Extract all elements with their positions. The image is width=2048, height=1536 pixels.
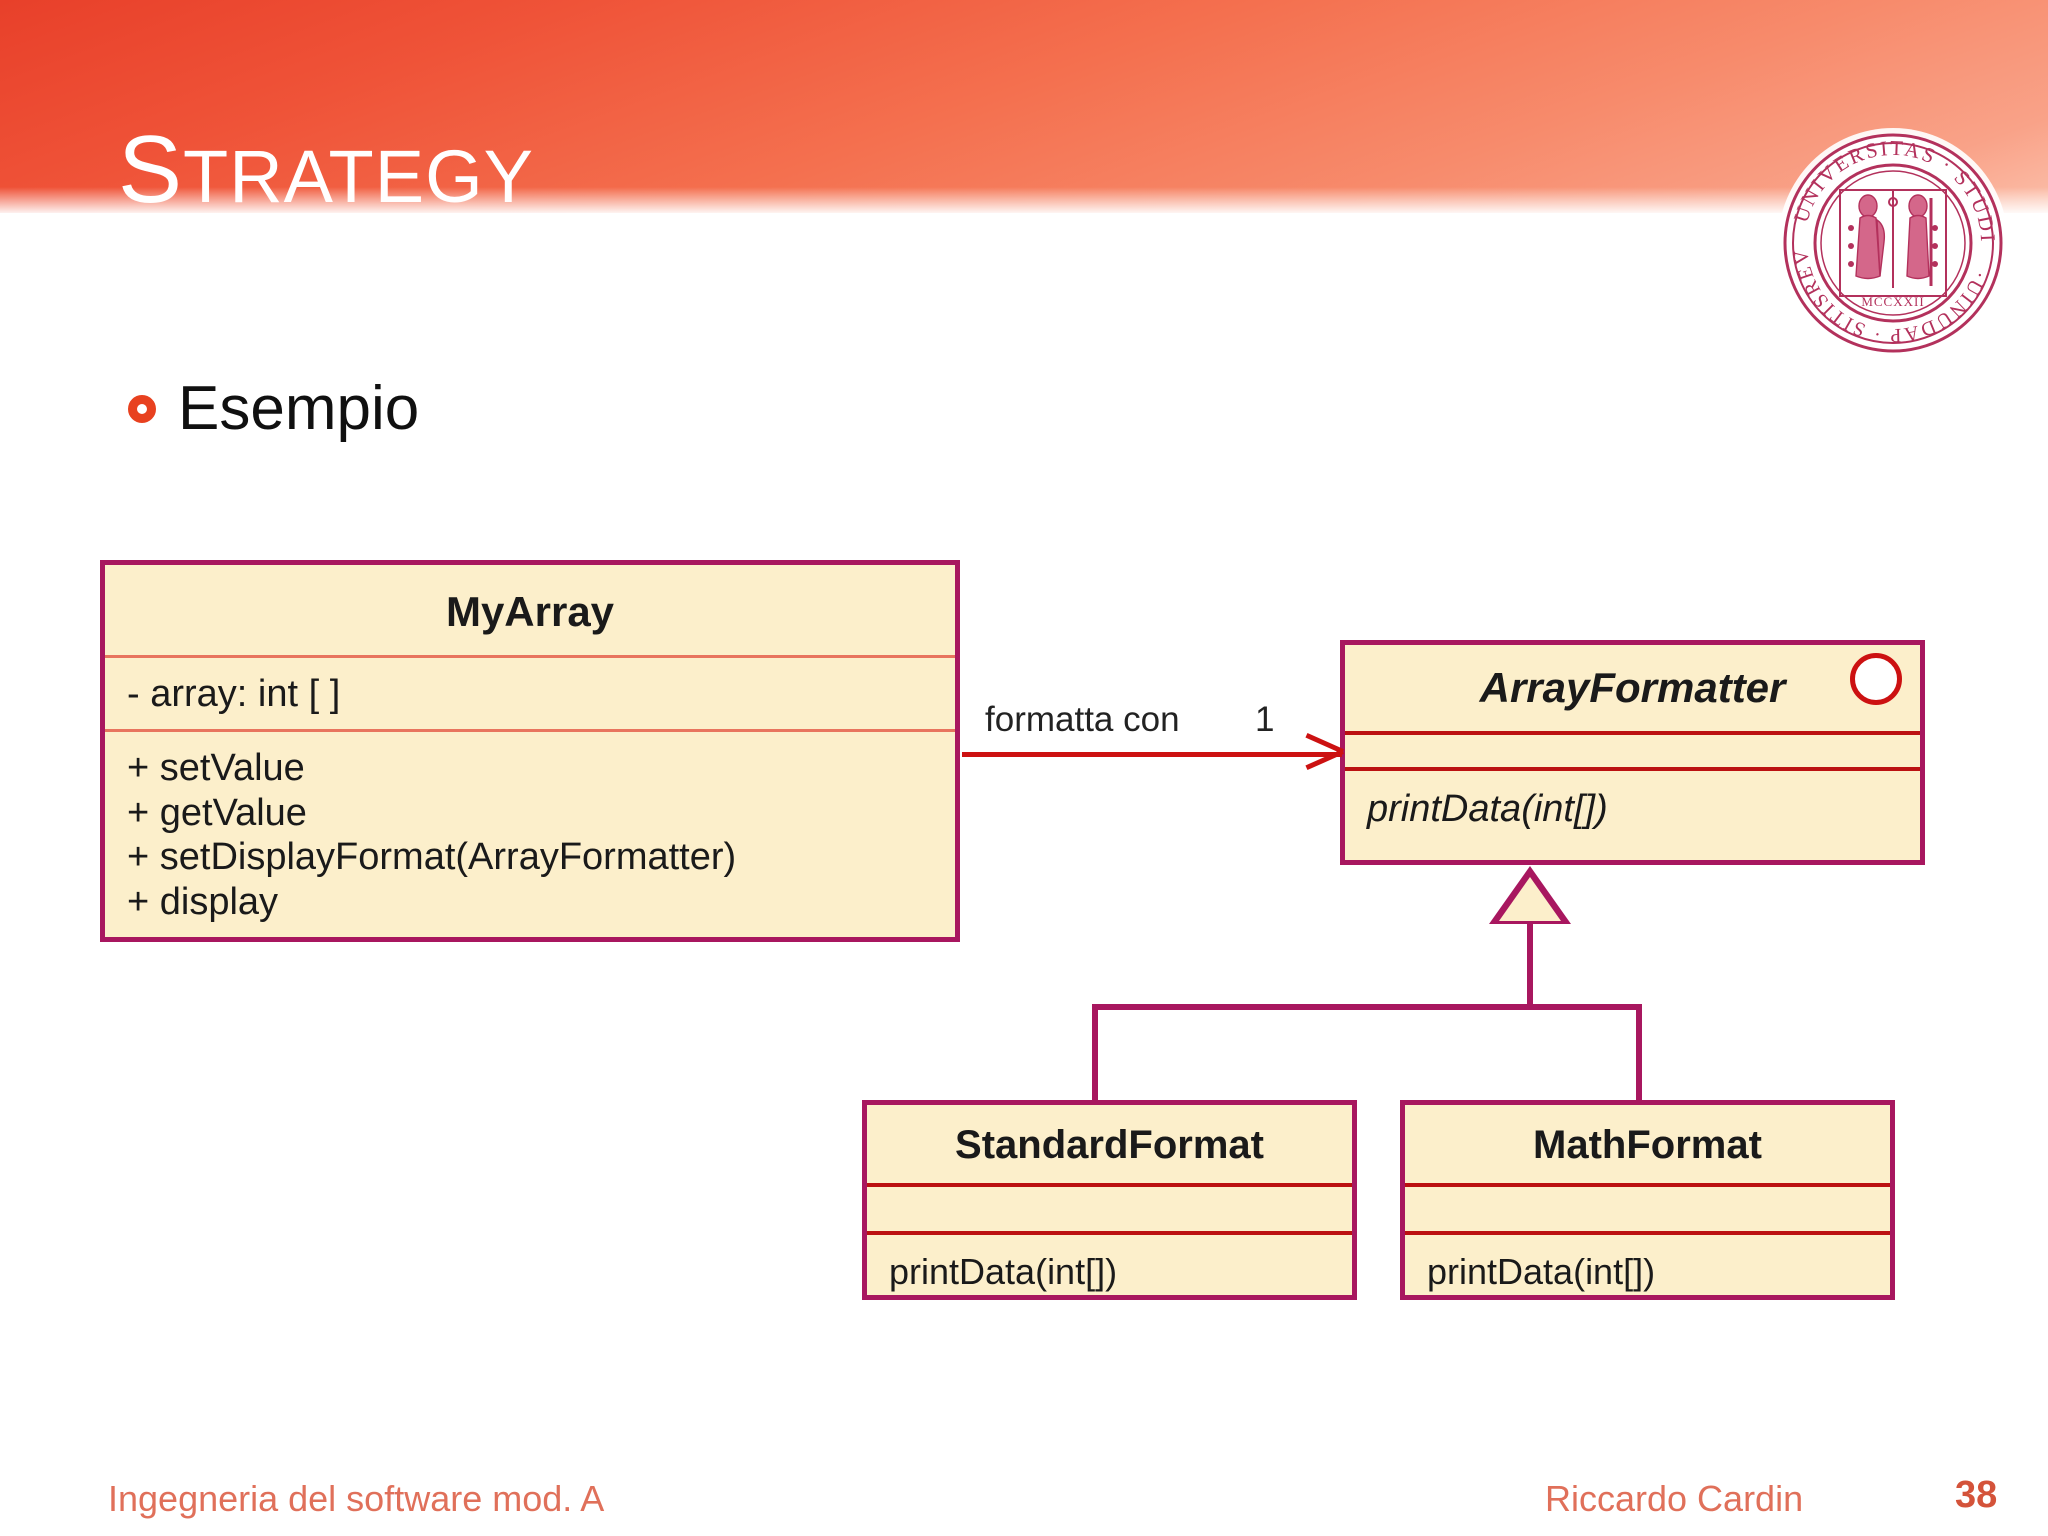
compartment-separator <box>867 1231 1352 1235</box>
generalization-branch-mathformat <box>1636 1004 1642 1102</box>
class-name-standardformat: StandardFormat <box>955 1123 1264 1167</box>
compartment-separator <box>1405 1231 1890 1235</box>
compartment-separator <box>105 728 955 732</box>
uml-class-arrayformatter: ArrayFormatter printData(int[]) <box>1340 640 1925 865</box>
university-logo: UNIVERSITAS · STUDII ·UINUDAP · SITISREV… <box>1770 109 2008 358</box>
attribute-row: - array: int [ ] <box>127 673 341 715</box>
operation-row: + setDisplayFormat(ArrayFormatter) <box>127 836 737 879</box>
compartment-separator <box>1405 1183 1890 1187</box>
footer-author-label: Riccardo Cardin <box>1545 1478 1804 1519</box>
operation-row: + display <box>127 881 279 924</box>
bullet-label: Esempio <box>178 374 420 443</box>
association-arrowhead-icon <box>1305 735 1339 763</box>
attributes-compartment-standardformat <box>867 1187 1352 1231</box>
slide-header-band <box>0 0 2048 213</box>
compartment-separator <box>867 1183 1352 1187</box>
compartment-separator <box>105 655 955 658</box>
uml-class-myarray: MyArray - array: int [ ] + setValue + ge… <box>100 560 960 942</box>
footer-page-number: 38 <box>1955 1474 1998 1516</box>
compartment-separator <box>1345 767 1920 771</box>
svg-text:MCCXXII: MCCXXII <box>1861 294 1924 309</box>
association-label: formatta con <box>985 700 1180 739</box>
attributes-compartment-myarray: - array: int [ ] <box>105 658 955 729</box>
interface-lollipop-icon <box>1850 653 1902 705</box>
operation-row: printData(int[]) <box>889 1251 1118 1292</box>
class-name-myarray: MyArray <box>445 588 615 635</box>
generalization-triangle-icon <box>1489 866 1571 924</box>
uml-class-mathformat: MathFormat printData(int[]) <box>1400 1100 1895 1300</box>
generalization-stem <box>1527 924 1533 1010</box>
class-name-arrayformatter: ArrayFormatter <box>1479 664 1786 711</box>
generalization-branch-standardformat <box>1092 1004 1098 1102</box>
operations-compartment-mathformat: printData(int[]) <box>1405 1235 1890 1293</box>
title-first-letter: S <box>118 116 184 223</box>
operation-row: printData(int[]) <box>1367 788 1608 830</box>
generalization-horizontal-bar <box>1092 1004 1642 1010</box>
title-rest: TRATEGY <box>183 135 535 218</box>
compartment-separator <box>1345 731 1920 735</box>
operation-row: + setValue <box>127 746 305 789</box>
university-seal-icon: UNIVERSITAS · STUDII ·UINUDAP · SITISREV… <box>1770 109 2003 353</box>
attributes-compartment-arrayformatter <box>1345 735 1920 767</box>
association-line <box>962 752 1342 757</box>
ring-bullet-icon <box>128 395 156 423</box>
class-name-mathformat: MathFormat <box>1533 1123 1762 1167</box>
attributes-compartment-mathformat <box>1405 1187 1890 1231</box>
association-multiplicity: 1 <box>1255 700 1275 739</box>
operation-row: printData(int[]) <box>1427 1251 1656 1292</box>
bullet-item-esempio: Esempio <box>128 378 419 440</box>
operations-compartment-arrayformatter: printData(int[]) <box>1345 771 1920 832</box>
operations-compartment-myarray: + setValue + getValue + setDisplayFormat… <box>105 732 955 925</box>
operations-compartment-standardformat: printData(int[]) <box>867 1235 1352 1293</box>
uml-class-standardformat: StandardFormat printData(int[]) <box>862 1100 1357 1300</box>
operation-row: + getValue <box>127 791 307 834</box>
page-title: STRATEGY <box>118 122 534 218</box>
footer-course-label: Ingegneria del software mod. A <box>108 1478 605 1519</box>
